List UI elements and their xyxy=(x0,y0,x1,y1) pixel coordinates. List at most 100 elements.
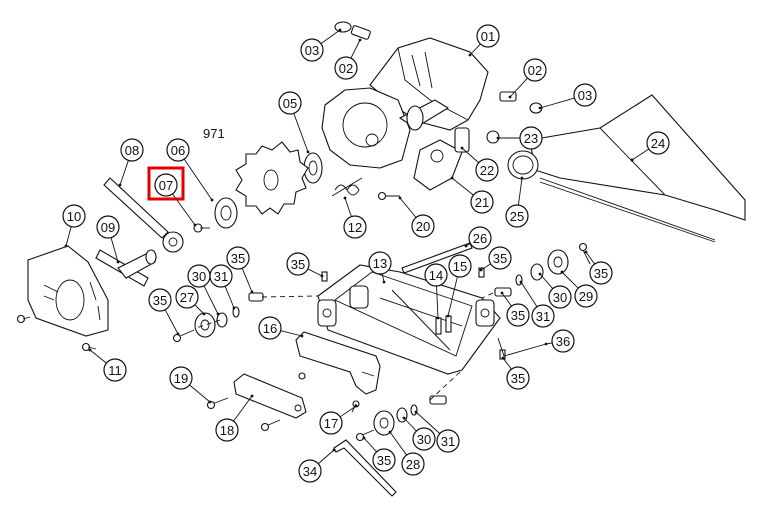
screw-20 xyxy=(377,191,400,201)
leader-line xyxy=(509,77,528,98)
motor-housing xyxy=(321,37,489,191)
leader-line xyxy=(320,29,341,44)
leader-dot xyxy=(496,136,500,140)
leader-line xyxy=(339,405,357,418)
callout-circle xyxy=(278,91,302,115)
callout-number: 35 xyxy=(511,308,525,323)
adjustment-arm xyxy=(233,373,307,419)
leader-dot xyxy=(538,272,542,276)
leader-line xyxy=(203,285,219,315)
callout-circle xyxy=(368,251,392,275)
callout-number: 03 xyxy=(578,88,592,103)
callout-number: 14 xyxy=(429,268,443,283)
callout-circle xyxy=(103,358,127,382)
callout-36: 36 xyxy=(551,329,575,353)
callout-circle xyxy=(468,226,492,250)
callout-number: 35 xyxy=(511,371,525,386)
callout-35: 35 xyxy=(506,366,530,390)
outer-flange xyxy=(214,197,238,229)
callout-number: 13 xyxy=(373,256,387,271)
blade-label: 971 xyxy=(203,126,225,141)
leader-dot xyxy=(450,176,454,180)
leader-dot xyxy=(468,53,472,57)
leader-line xyxy=(280,330,303,337)
spanner-wrench xyxy=(103,177,184,253)
callout-number: 18 xyxy=(220,423,234,438)
callout-circle xyxy=(531,304,555,328)
callout-24: 24 xyxy=(646,131,670,155)
callout-number: 29 xyxy=(579,289,593,304)
leader-line xyxy=(183,158,213,201)
callout-circle xyxy=(573,83,597,107)
base-plate-disc xyxy=(16,245,109,337)
leader-line xyxy=(539,97,575,109)
callout-number: 02 xyxy=(528,63,542,78)
callout-number: 30 xyxy=(553,290,567,305)
callout-21: 21 xyxy=(470,190,494,214)
callout-35: 35 xyxy=(286,252,310,276)
callout-circle xyxy=(166,138,190,162)
leader-dot xyxy=(250,394,254,398)
callout-29: 29 xyxy=(574,284,598,308)
callout-number: 21 xyxy=(475,195,489,210)
callout-circle xyxy=(169,366,193,390)
leader-line xyxy=(110,237,119,263)
guide-rod xyxy=(401,242,473,274)
hex-key-small xyxy=(497,337,547,357)
leader-dot xyxy=(584,250,588,254)
leader-line xyxy=(415,411,441,434)
callout-circle xyxy=(298,459,322,483)
callout-circle xyxy=(476,24,500,48)
callout-03: 03 xyxy=(573,83,597,107)
leader-line xyxy=(469,43,481,56)
callout-number: 22 xyxy=(480,163,494,178)
callout-circle xyxy=(589,261,613,285)
callout-number: 15 xyxy=(453,259,467,274)
carriage-frame xyxy=(317,264,501,375)
assembly-line-4 xyxy=(195,319,221,329)
callout-number: 28 xyxy=(406,457,420,472)
leader-dot xyxy=(176,332,180,336)
leader-dot xyxy=(320,274,324,278)
callout-circle xyxy=(548,285,572,309)
callout-circle xyxy=(646,131,670,155)
callout-08: 08 xyxy=(120,138,144,162)
callout-10: 10 xyxy=(62,204,86,228)
callout-02: 02 xyxy=(334,56,358,80)
leader-dot xyxy=(232,306,236,310)
callout-circle xyxy=(372,448,396,472)
callout-number: 01 xyxy=(481,29,495,44)
callout-number: 30 xyxy=(192,269,206,284)
callout-11: 11 xyxy=(103,358,127,382)
leader-line xyxy=(561,271,579,289)
leader-line xyxy=(436,285,439,319)
callout-circle xyxy=(448,254,472,278)
callout-circle xyxy=(286,252,310,276)
callout-circle xyxy=(215,418,239,442)
callout-02: 02 xyxy=(523,58,547,82)
callout-number: 06 xyxy=(171,143,185,158)
leader-dot xyxy=(398,196,402,200)
callout-number: 35 xyxy=(377,453,391,468)
callout-35: 35 xyxy=(226,246,250,270)
callout-circle xyxy=(506,303,530,327)
callout-number: 19 xyxy=(174,371,188,386)
callout-circle xyxy=(506,366,530,390)
leader-line xyxy=(585,251,595,265)
callout-number: 26 xyxy=(473,231,487,246)
callout-22: 22 xyxy=(475,158,499,182)
callout-35: 35 xyxy=(148,288,172,312)
leader-line xyxy=(241,268,253,293)
callout-number: 02 xyxy=(339,61,353,76)
callout-30: 30 xyxy=(187,264,211,288)
callout-number: 34 xyxy=(303,464,317,479)
leader-dot xyxy=(306,150,310,154)
leader-line xyxy=(447,276,458,317)
callout-23: 23 xyxy=(519,126,543,150)
assembly-line-2 xyxy=(481,292,494,299)
leader-dot xyxy=(250,290,254,294)
callout-circle xyxy=(401,452,425,476)
callout-35: 35 xyxy=(506,303,530,327)
leader-dot xyxy=(508,95,512,99)
callout-number: 30 xyxy=(417,432,431,447)
